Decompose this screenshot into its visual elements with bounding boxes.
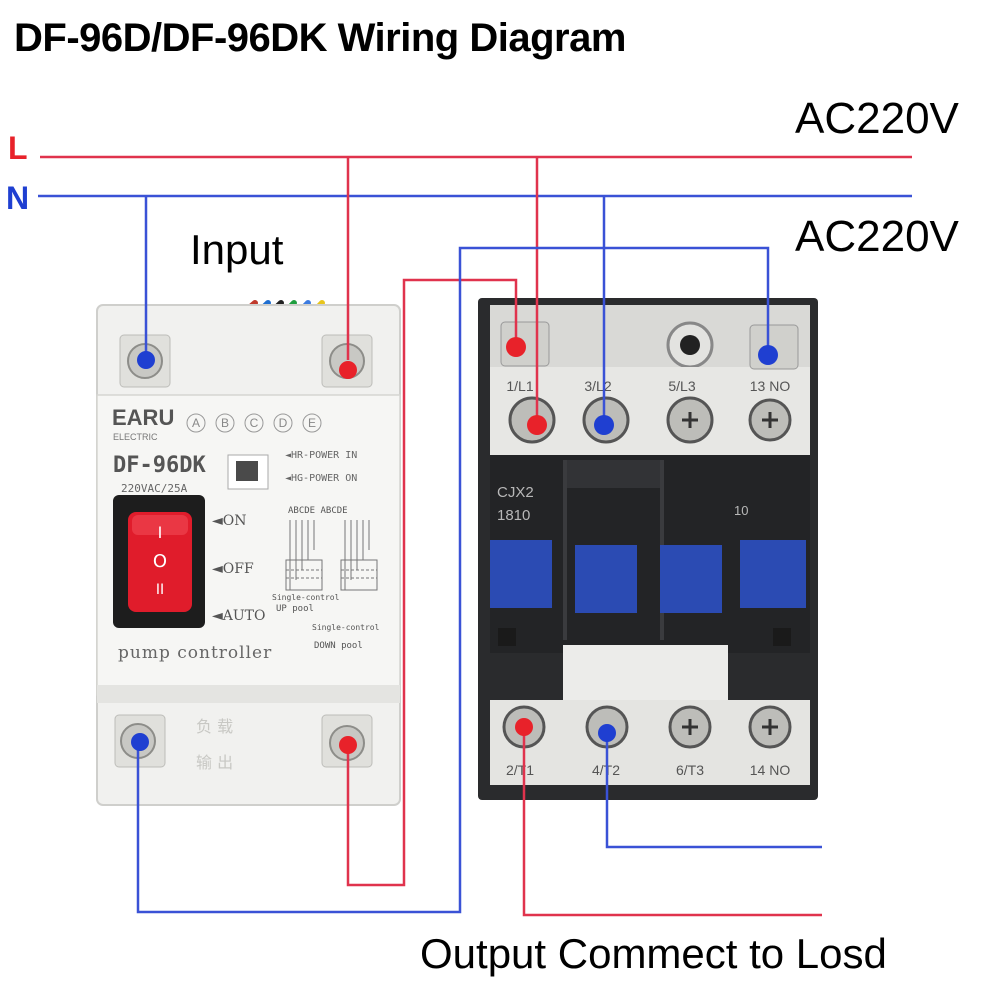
output-label: Output Commect to Losd xyxy=(420,930,887,977)
wire-t1-to-load xyxy=(522,727,822,917)
dot-t2 xyxy=(598,724,616,742)
switch-bottom-mark: II xyxy=(156,582,164,598)
mode-rocker-switch[interactable]: I O II xyxy=(113,495,205,628)
switch-mid-mark: O xyxy=(153,551,167,572)
dot-controller-l-in xyxy=(339,361,357,379)
contactor-model-1: CJX2 xyxy=(497,484,534,501)
controller-brand-sub: ELECTRIC xyxy=(113,432,158,442)
contactor: CJX2 1810 10 1/L1 3/L2 5/L3 13 NO xyxy=(478,298,818,800)
ac-supply-top-label: AC220V xyxy=(795,94,959,143)
mode-off-label: ◄OFF xyxy=(212,561,254,577)
pool-diagram xyxy=(285,520,378,591)
up-pool-line-2: UP pool xyxy=(276,604,314,614)
contactor-label-plate xyxy=(563,645,728,705)
wire-t2-to-load xyxy=(605,730,822,849)
down-pool-line-1: Single-control xyxy=(312,623,380,632)
terminal-5-l3: 5/L3 xyxy=(668,378,695,394)
terminal-3-l2: 3/L2 xyxy=(584,378,611,394)
page-title: DF-96D/DF-96DK Wiring Diagram xyxy=(14,16,626,60)
dot-controller-n-out xyxy=(131,733,149,751)
contactor-model-2: 1810 xyxy=(497,507,530,524)
terminal-6-t3: 6/T3 xyxy=(676,762,704,778)
mode-on-label: ◄ON xyxy=(212,513,247,529)
terminal-2-t1: 2/T1 xyxy=(506,762,534,778)
contactor-aux-label: 10 xyxy=(734,503,748,518)
terminal-1-l1: 1/L1 xyxy=(506,378,533,394)
input-label: Input xyxy=(190,226,284,273)
dot-controller-n-in xyxy=(137,351,155,369)
dot-coil-a1 xyxy=(506,337,526,357)
controller-model: DF-96DK xyxy=(113,453,206,478)
pump-controller: EARU ELECTRIC A B C D E DF-96DK 220VAC/2… xyxy=(96,300,401,806)
dot-l2 xyxy=(594,415,614,435)
connection-dots xyxy=(131,337,778,754)
output-mark-line-2: 输 出 xyxy=(196,753,233,772)
switch-top-mark: I xyxy=(158,523,163,542)
dot-t1 xyxy=(515,718,533,736)
terminal-letter-d: D xyxy=(279,416,288,430)
down-pool-line-2: DOWN pool xyxy=(314,641,363,651)
wires xyxy=(38,155,912,917)
wire-controller-n-to-coil xyxy=(136,246,770,914)
contactor-buttons xyxy=(490,540,806,646)
up-pool-line-1: Single-control xyxy=(272,593,340,602)
indicator-power-in: ◄HR-POWER IN xyxy=(285,450,357,461)
controller-rating: 220VAC/25A xyxy=(121,482,188,495)
controller-brand: EARU xyxy=(112,405,174,430)
dot-controller-l-out xyxy=(339,736,357,754)
line-l-label: L xyxy=(8,130,28,166)
terminal-letter-e: E xyxy=(308,416,316,430)
line-n-label: N xyxy=(6,180,30,216)
terminal-13-no: 13 NO xyxy=(750,378,791,394)
terminal-letter-c: C xyxy=(250,416,259,430)
terminal-letter-a: A xyxy=(192,416,200,430)
indicator-power-on: ◄HG-POWER ON xyxy=(285,473,357,484)
dot-l1 xyxy=(527,415,547,435)
pool-diagram-letters: ABCDE ABCDE xyxy=(288,506,348,516)
ac-supply-mid-label: AC220V xyxy=(795,212,959,261)
controller-footer: pump controller xyxy=(118,643,272,663)
output-mark-line-1: 负 载 xyxy=(196,717,233,736)
terminal-14-no: 14 NO xyxy=(750,762,791,778)
mode-auto-label: ◄AUTO xyxy=(212,608,266,624)
dot-coil-a2 xyxy=(758,345,778,365)
terminal-letter-b: B xyxy=(221,416,229,430)
wire-controller-out-to-coil xyxy=(346,278,518,887)
controller-terminal-letters: A B C D E xyxy=(186,413,322,433)
